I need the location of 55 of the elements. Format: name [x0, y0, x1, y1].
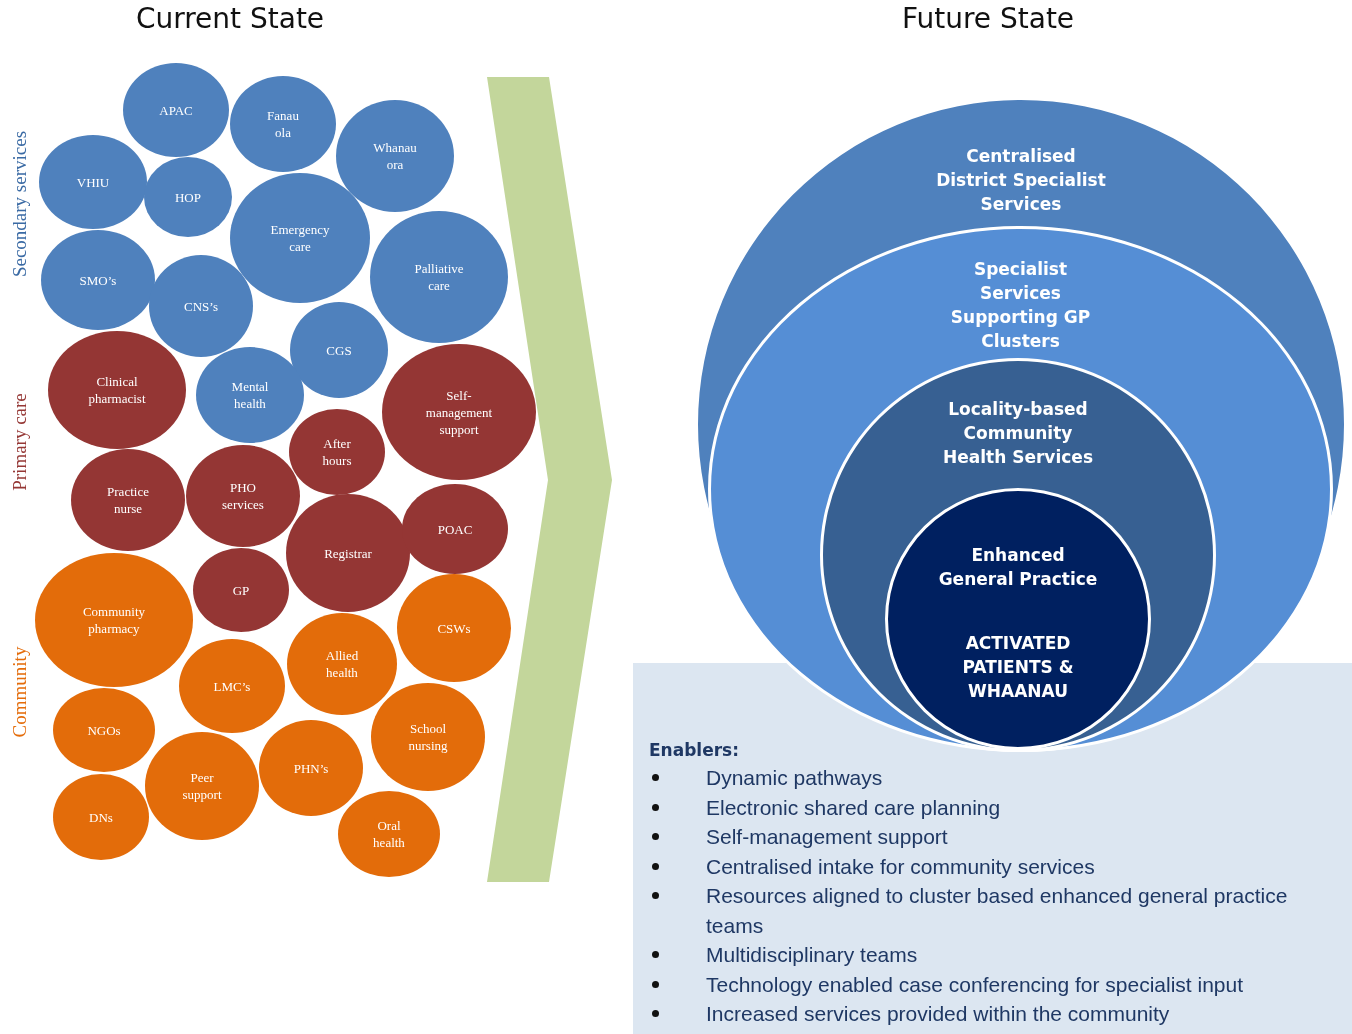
enabler-item: Electronic shared care planning: [706, 794, 1002, 821]
bubble-label: Palliative care: [413, 260, 465, 294]
bubble-label: After hours: [321, 435, 353, 469]
bubble-label: Clinical pharmacist: [87, 373, 147, 407]
bubble-label: GP: [232, 581, 250, 599]
service-bubble: [144, 157, 232, 237]
service-bubble: [179, 639, 285, 733]
bubble-label: Registrar: [324, 544, 372, 562]
bubble-label: PHN’s: [293, 759, 329, 777]
enabler-item: Resources aligned to cluster based enhanced general practice teams: [706, 883, 1289, 939]
bubble-label: School nursing: [407, 720, 449, 754]
bubble-label: Fanau ola: [266, 107, 300, 141]
enabler-item: Dynamic pathways: [706, 765, 884, 791]
bubble-label: Peer support: [181, 769, 223, 803]
bubble-label: LMC’s: [213, 677, 251, 695]
circle-label: Specialist Services Supporting GP Clusters: [949, 258, 1092, 353]
bubble-label: CGS: [326, 341, 352, 359]
enabler-item: Multidisciplinary teams: [706, 942, 919, 968]
bubble-label: CSWs: [437, 619, 471, 637]
bubble-label: POAC: [437, 520, 473, 538]
circle-label: Locality-based Community Health Services: [942, 398, 1094, 469]
bubble-label: Oral health: [372, 817, 406, 851]
enabler-item: Technology enabled case conferencing for specialist input: [706, 971, 1244, 998]
enabler-item: Centralised intake for community services: [706, 853, 1096, 880]
section-heading: Current State: [135, 2, 325, 35]
bubble-label: Community pharmacy: [81, 603, 147, 637]
circle-label: ACTIVATED PATIENTS & WHAANAU: [961, 632, 1075, 703]
enabler-item: Self-management support: [706, 824, 949, 850]
bubble-label: Whanau ora: [372, 139, 418, 173]
service-bubble: [230, 173, 370, 303]
bubble-label: APAC: [159, 101, 193, 119]
bubble-label: SMO’s: [79, 271, 117, 289]
circle-label: Enhanced General Practice: [937, 544, 1099, 591]
service-bubble: [289, 409, 385, 495]
enabler-item: Increased services provided within the community: [706, 1001, 1171, 1027]
bubble-label: Emergency care: [269, 221, 331, 255]
section-heading: Future State: [901, 2, 1075, 35]
bubble-label: VHIU: [76, 173, 110, 191]
bubble-label: Allied health: [324, 647, 360, 681]
enablers-heading: Enablers:: [649, 740, 739, 760]
bubble-label: NGOs: [87, 721, 121, 739]
bubble-label: Practice nurse: [106, 483, 150, 517]
category-label: Primary care: [9, 393, 31, 491]
bubble-label: Self-management support: [424, 386, 494, 438]
service-bubble: [230, 76, 336, 172]
category-label: Secondary services: [9, 130, 31, 278]
service-bubble: [370, 211, 508, 343]
circle-label: Centralised District Specialist Services: [935, 145, 1107, 216]
category-label: Community: [9, 646, 31, 738]
bubble-label: PHO services: [221, 479, 265, 513]
bubble-label: HOP: [175, 188, 201, 206]
bubble-label: Mental health: [230, 378, 270, 412]
bubble-label: CNS’s: [184, 297, 218, 315]
bubble-label: DNs: [89, 808, 113, 826]
service-bubble: [145, 732, 259, 840]
